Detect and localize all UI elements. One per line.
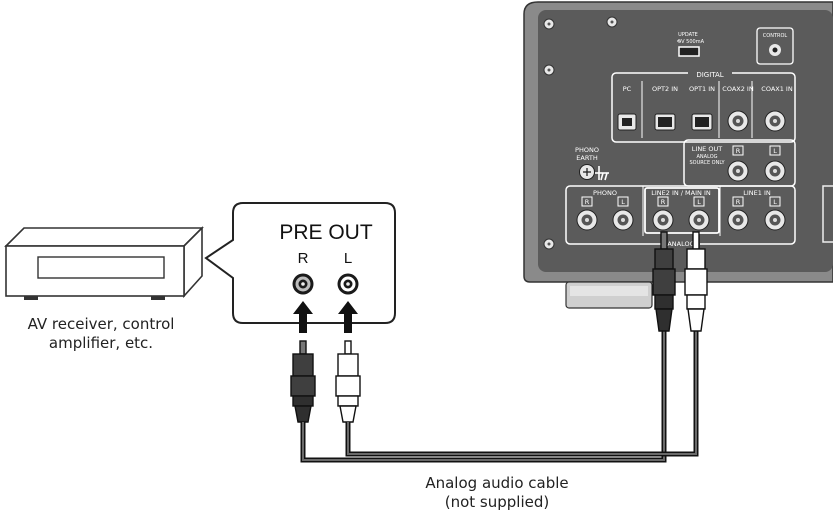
phono-earth-line2: EARTH (576, 154, 598, 162)
line1-l-jack (764, 209, 786, 231)
usb-b-pc-port (617, 113, 637, 131)
pre-out-r-label: R (298, 250, 309, 267)
analog-label: ANALOG (667, 240, 694, 248)
usb-update-port (678, 46, 700, 57)
arrow-up-r (293, 301, 313, 333)
svg-text:L: L (773, 198, 777, 206)
svg-text:L: L (621, 198, 625, 206)
optical-opt1-port (691, 113, 713, 131)
svg-text:L: L (697, 198, 701, 206)
screw-left-lower (543, 238, 555, 250)
receiver-caption-line2: amplifier, etc. (49, 334, 153, 352)
coax2-label: COAX2 IN (722, 85, 754, 93)
receiver-foot-left (24, 296, 38, 300)
svg-text:L: L (773, 147, 777, 155)
control-label: CONTROL (763, 33, 788, 39)
line2-l-badge: L (693, 196, 705, 207)
pre-out-r-jack (292, 273, 314, 295)
svg-text:R: R (661, 198, 666, 206)
screw-top-mid (606, 16, 618, 28)
svg-text:R: R (585, 198, 590, 206)
pre-out-label: PRE OUT (279, 221, 373, 244)
svg-text:R: R (736, 147, 741, 155)
line-out-r-badge: R (732, 145, 744, 156)
line-out-l-badge: L (769, 145, 781, 156)
line1-l-badge: L (769, 196, 781, 207)
av-receiver (4, 226, 204, 300)
phono-earth-line1: PHONO (575, 146, 599, 154)
pc-label: PC (623, 85, 632, 93)
opt2-label: OPT2 IN (652, 85, 678, 93)
left-plug-r (290, 340, 316, 423)
right-plug-l (684, 231, 708, 332)
coax1-jack (764, 110, 786, 132)
line2-r-jack (652, 209, 674, 231)
screw-left-upper (543, 64, 555, 76)
line-out-r-jack (727, 160, 749, 182)
digital-label: DIGITAL (696, 71, 723, 79)
line1-label: LINE1 IN (743, 189, 771, 197)
optical-opt2-port (654, 113, 676, 131)
phono-r-jack (576, 209, 598, 231)
cable-caption-line1: Analog audio cable (425, 474, 568, 492)
line-out-sub2: SOURCE ONLY (689, 160, 725, 166)
control-box (756, 27, 794, 65)
control-jack (769, 44, 781, 56)
phono-earth-terminal (579, 164, 595, 180)
coax1-label: COAX1 IN (761, 85, 793, 93)
line-out-l-jack (764, 160, 786, 182)
screw-top-left (543, 18, 555, 30)
coax2-jack (727, 110, 749, 132)
phono-l-badge: L (617, 196, 629, 207)
phono-r-badge: R (581, 196, 593, 207)
phono-l-jack (612, 209, 634, 231)
line2-highlight (644, 187, 720, 234)
pre-out-l-jack (337, 273, 359, 295)
line1-r-badge: R (732, 196, 744, 207)
line-out-sub1: ANALOG (697, 154, 718, 160)
receiver-caption-line1: AV receiver, control (28, 315, 175, 333)
receiver-display (37, 256, 165, 279)
left-plug-l (335, 340, 361, 423)
update-spec: 5V 500mA (678, 39, 705, 45)
cable-caption-line2: (not supplied) (445, 493, 550, 511)
right-plug-r (652, 231, 676, 332)
analog-audio-cable (300, 331, 699, 463)
phono-label: PHONO (593, 189, 617, 197)
line-out-label: LINE OUT (692, 145, 722, 153)
receiver-foot-right (151, 296, 165, 300)
line2-label: LINE2 IN / MAIN IN (651, 189, 711, 197)
line1-r-jack (727, 209, 749, 231)
update-label: UPDATE (678, 32, 698, 38)
line2-r-badge: R (657, 196, 669, 207)
arrow-up-l (338, 301, 358, 333)
pre-out-l-label: L (344, 250, 352, 267)
svg-text:R: R (736, 198, 741, 206)
opt1-label: OPT1 IN (689, 85, 715, 93)
line2-l-jack (688, 209, 710, 231)
ground-icon (595, 166, 609, 181)
side-bracket (822, 185, 833, 243)
